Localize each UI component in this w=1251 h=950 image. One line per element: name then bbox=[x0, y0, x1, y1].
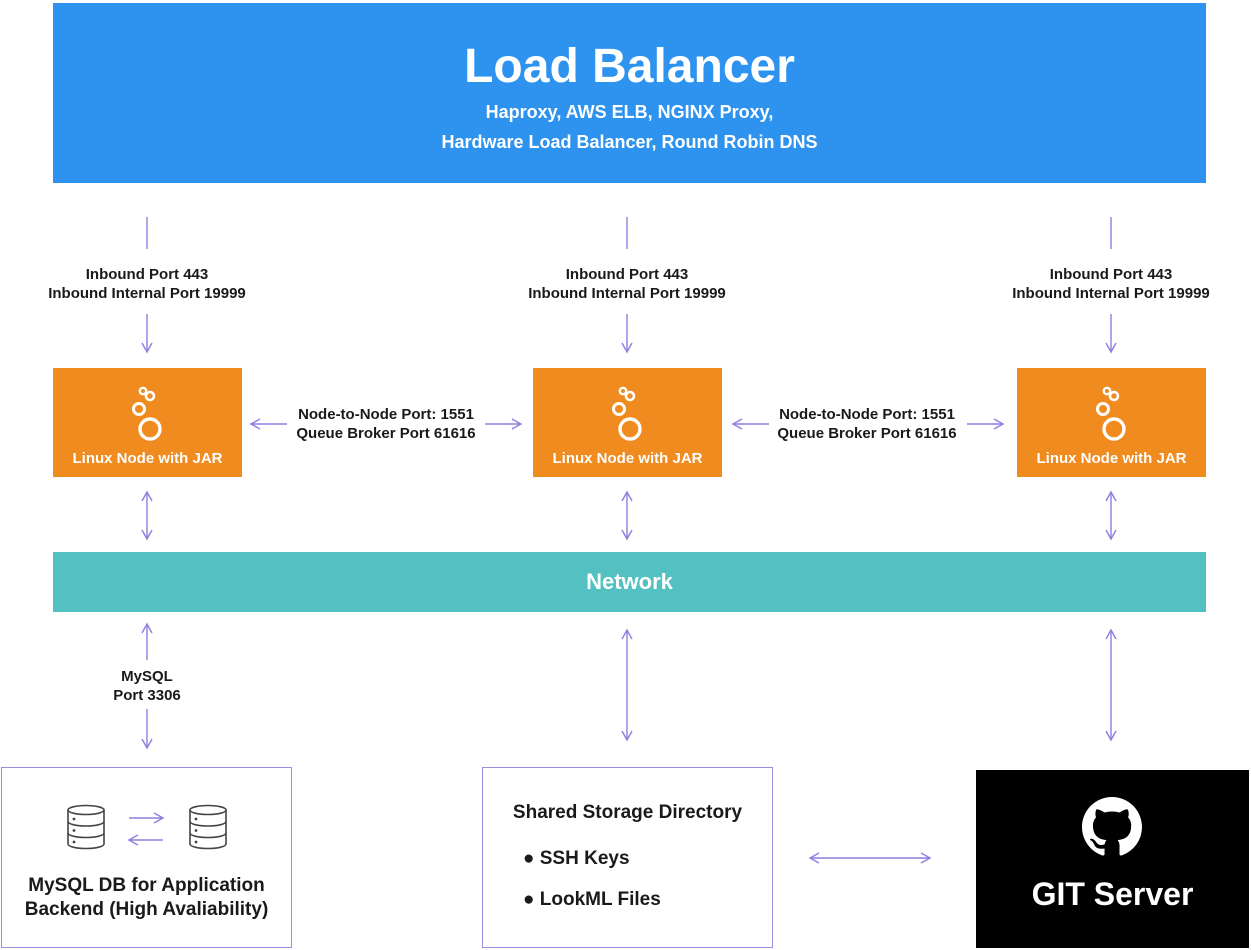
linux-node-3: Linux Node with JAR bbox=[1017, 368, 1206, 477]
looker-logo-icon bbox=[131, 386, 162, 441]
node-label: Linux Node with JAR bbox=[72, 450, 223, 467]
database-icon bbox=[189, 804, 227, 850]
mysql-label: MySQL bbox=[121, 668, 173, 685]
node-label: Linux Node with JAR bbox=[1036, 450, 1187, 467]
mysql-db-line-2: Backend (High Avaliability) bbox=[24, 899, 269, 920]
looker-logo-icon bbox=[1095, 386, 1126, 441]
inbound-port-443: Inbound Port 443 bbox=[565, 266, 689, 283]
load-balancer: Load Balancer Haproxy, AWS ELB, NGINX Pr… bbox=[53, 3, 1206, 183]
mysql-port-label: MySQL Port 3306 bbox=[87, 667, 207, 705]
shared-storage-title: Shared Storage Directory bbox=[512, 802, 743, 823]
looker-logo-icon bbox=[611, 386, 642, 441]
shared-storage-box: Shared Storage Directory ● SSH Keys ● Lo… bbox=[482, 767, 773, 948]
database-icon bbox=[67, 804, 105, 850]
linux-node-1: Linux Node with JAR bbox=[53, 368, 242, 477]
mysql-db-line-1: MySQL DB for Application bbox=[28, 875, 265, 896]
node-to-node-port: Node-to-Node Port: 1551 bbox=[298, 406, 474, 423]
inbound-port-443: Inbound Port 443 bbox=[1049, 266, 1173, 283]
inbound-internal-port: Inbound Internal Port 19999 bbox=[528, 285, 726, 302]
inbound-internal-port: Inbound Internal Port 19999 bbox=[48, 285, 246, 302]
linux-node-2: Linux Node with JAR bbox=[533, 368, 722, 477]
load-balancer-subtitle-1: Haproxy, AWS ELB, NGINX Proxy, bbox=[485, 102, 774, 122]
queue-broker-port: Queue Broker Port 61616 bbox=[296, 425, 476, 442]
load-balancer-subtitle-2: Hardware Load Balancer, Round Robin DNS bbox=[441, 132, 818, 152]
inbound-port-label-1: Inbound Port 443 Inbound Internal Port 1… bbox=[27, 265, 267, 303]
node-link-label-2: Node-to-Node Port: 1551 Queue Broker Por… bbox=[747, 405, 987, 443]
load-balancer-title: Load Balancer bbox=[464, 40, 795, 93]
node-link-label-1: Node-to-Node Port: 1551 Queue Broker Por… bbox=[266, 405, 506, 443]
inbound-port-443: Inbound Port 443 bbox=[85, 266, 209, 283]
git-server-box: GIT Server bbox=[976, 770, 1249, 948]
inbound-port-label-2: Inbound Port 443 Inbound Internal Port 1… bbox=[507, 265, 747, 303]
queue-broker-port: Queue Broker Port 61616 bbox=[777, 425, 957, 442]
inbound-port-label-3: Inbound Port 443 Inbound Internal Port 1… bbox=[991, 265, 1231, 303]
mysql-db-label: MySQL DB for Application Backend (High A… bbox=[2, 874, 291, 922]
mysql-port: Port 3306 bbox=[113, 687, 181, 704]
shared-storage-item-lookml-files: ● LookML Files bbox=[523, 889, 661, 910]
network-bar: Network bbox=[53, 552, 1206, 612]
inbound-internal-port: Inbound Internal Port 19999 bbox=[1012, 285, 1210, 302]
mysql-db-box: MySQL DB for Application Backend (High A… bbox=[1, 767, 292, 948]
node-to-node-port: Node-to-Node Port: 1551 bbox=[779, 406, 955, 423]
github-icon bbox=[1082, 797, 1142, 856]
node-label: Linux Node with JAR bbox=[552, 450, 703, 467]
git-server-label: GIT Server bbox=[1031, 876, 1194, 912]
shared-storage-item-ssh-keys: ● SSH Keys bbox=[523, 848, 630, 869]
